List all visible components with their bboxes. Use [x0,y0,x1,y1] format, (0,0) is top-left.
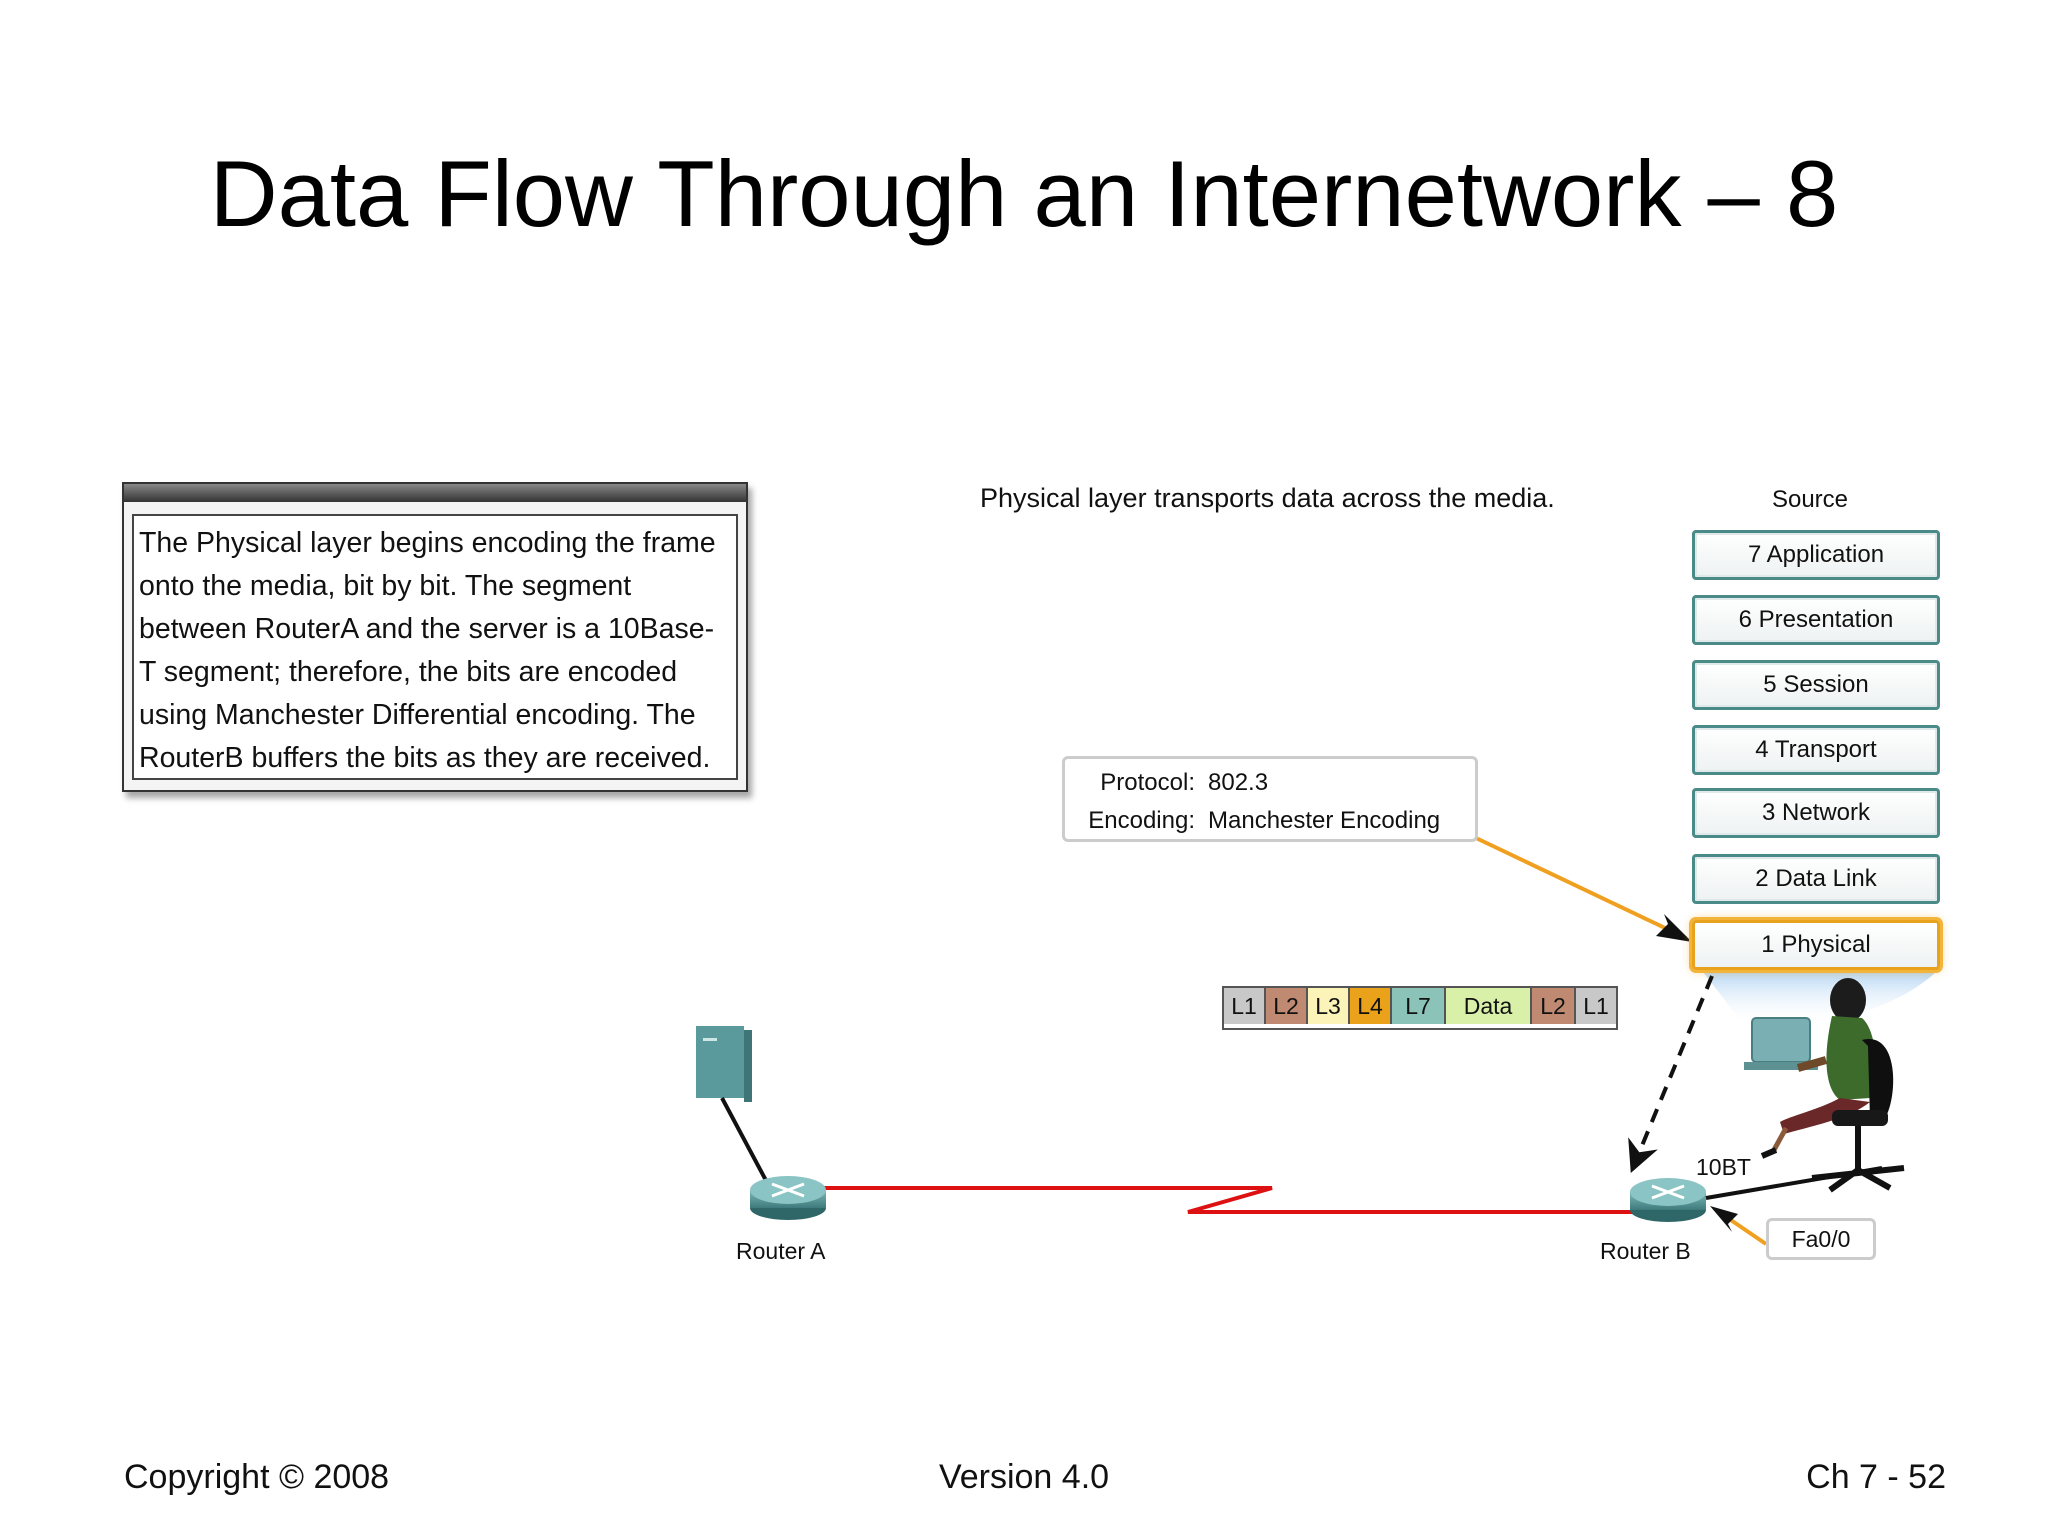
router-b-icon [1630,1178,1706,1222]
router-b-label: Router B [1600,1238,1691,1264]
osi-layer-physical[interactable]: 1 Physical [1692,920,1940,970]
wan-serial-link [790,1186,1658,1214]
router-a-label: Router A [736,1238,826,1264]
router-a-icon [750,1176,826,1220]
explanation-line: RouterB buffers the bits as they are rec… [139,742,711,774]
protocol-value: 802.3 [1208,769,1269,796]
pdu-segment-l1: L1 [1224,988,1266,1024]
explanation-line: between RouterA and the server is a 10Ba… [139,613,715,645]
slide-title: Data Flow Through an Internetwork – 8 [209,141,1839,246]
explanation-box: The Physical layer begins encoding the f… [122,482,748,792]
explanation-line: onto the media, bit by bit. The segment [139,570,632,602]
explanation-text: The Physical layer begins encoding the f… [132,514,738,780]
osi-layer-network[interactable]: 3 Network [1692,788,1940,838]
protocol-to-physical-arrow [1475,836,1687,940]
encoding-value: Manchester Encoding [1208,807,1441,834]
server-to-routera-link [720,1097,772,1189]
fa00-pointer-arrowhead [1710,1206,1738,1232]
pdu-segment-l7: L7 [1392,988,1446,1024]
pdu-segment-l4: L4 [1350,988,1392,1024]
pdu-segment-l2-trailer: L2 [1532,988,1576,1024]
osi-stack-heading: Source [1771,486,1849,513]
server-icon [696,1026,752,1102]
user-at-workstation-icon [1744,978,1905,1193]
pdu-segment-data: Data [1446,988,1532,1024]
footer-page-number: Ch 7 - 52 [1806,1458,1946,1496]
diagram-caption: Physical layer transports data across th… [980,483,1555,513]
osi-layer-presentation[interactable]: 6 Presentation [1692,595,1940,645]
protocol-key: Protocol: [1100,769,1195,796]
osi-layer-application[interactable]: 7 Application [1692,530,1940,580]
physical-layer-glow [1700,968,1940,1027]
pdu-segment-l1-trailer: L1 [1576,988,1616,1024]
protocol-to-physical-arrowhead [1656,914,1692,942]
protocol-info-box: Protocol: 802.3 Encoding: Manchester Enc… [1062,756,1478,842]
encoding-key: Encoding: [1088,807,1195,834]
physical-to-routerb-dashed-arrow [1628,975,1714,1173]
osi-layer-session[interactable]: 5 Session [1692,660,1940,710]
explanation-line: The Physical layer begins encoding the f… [139,527,716,559]
explanation-box-titlebar [124,484,746,502]
pdu-segment-l2: L2 [1266,988,1308,1024]
footer-version: Version 4.0 [938,1458,1110,1496]
osi-layer-data-link[interactable]: 2 Data Link [1692,854,1940,904]
footer-copyright: Copyright © 2008 [124,1458,390,1496]
explanation-line: using Manchester Differential encoding. … [139,699,696,731]
osi-layer-transport[interactable]: 4 Transport [1692,725,1940,775]
link-type-label: 10BT [1696,1154,1751,1180]
explanation-line: T segment; therefore, the bits are encod… [139,656,678,688]
pdu-segment-l3: L3 [1308,988,1350,1024]
pdu-frame: L1 L2 L3 L4 L7 Data L2 L1 [1222,986,1618,1030]
interface-label: Fa0/0 [1766,1218,1876,1260]
